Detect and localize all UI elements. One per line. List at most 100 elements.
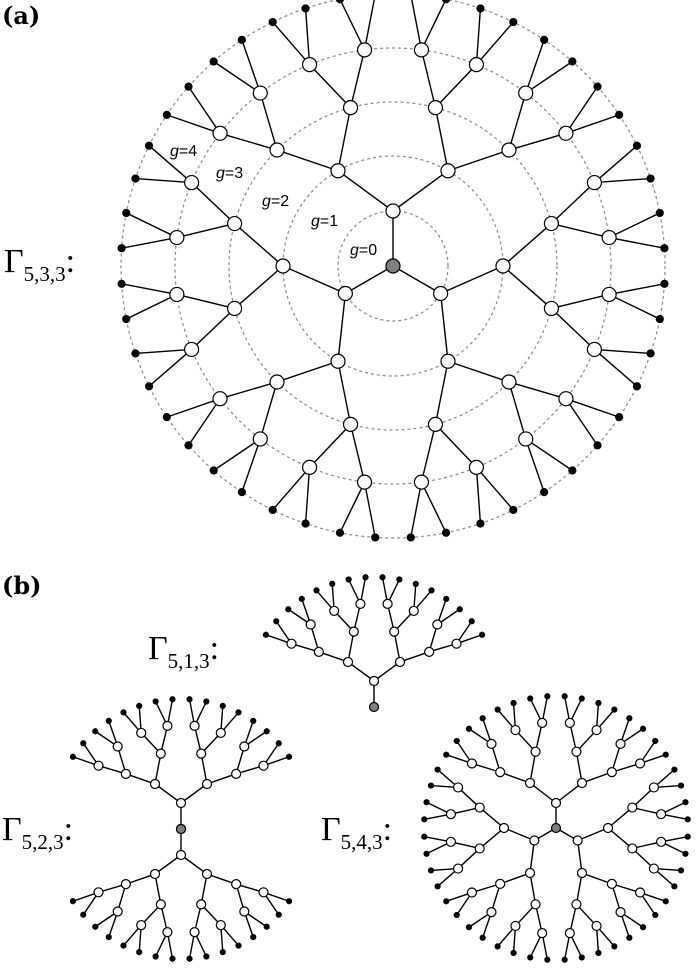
- gamma-5-3-3-bond: [259, 381, 278, 440]
- gamma-5-2-3-terminal-node: [169, 955, 176, 962]
- gamma-5-3-3-bond: [219, 381, 278, 400]
- gamma-5-3-3-terminal-node: [646, 174, 655, 183]
- gamma-5-4-3-branch-node: [529, 835, 540, 846]
- gamma-5-3-3-terminal-node: [568, 466, 577, 475]
- gamma-5-1-3-bond: [347, 631, 355, 663]
- gamma-5-1-3-bond: [373, 661, 401, 682]
- gamma-5-2-3-bond: [200, 753, 208, 785]
- gamma-5-1-3-branch-node: [394, 656, 406, 668]
- gamma-5-2-3-branch-node: [120, 768, 131, 779]
- gamma-5-3-3-branch-node: [169, 286, 185, 303]
- gamma-5-3-3-terminal-node: [268, 505, 277, 515]
- gamma-5-3-3-bond: [502, 223, 552, 267]
- gamma-5-3-3-core-node: [385, 258, 401, 274]
- gamma-5-3-3-terminal-node: [144, 141, 154, 150]
- gamma-5-4-3-bond: [581, 771, 613, 784]
- gamma-5-3-3-bond: [502, 265, 552, 309]
- gamma-5-1-3-bond: [347, 661, 375, 682]
- gamma-5-3-3-bond: [304, 8, 311, 65]
- gamma-5-2-3-bond: [125, 773, 156, 785]
- gamma-5-4-3-terminal-node: [595, 699, 602, 707]
- gamma-5-4-3-bond: [499, 771, 531, 784]
- gamma-5-4-3-bond: [607, 827, 633, 849]
- gamma-5-1-3-terminal-node: [285, 606, 292, 613]
- gamma-5-3-3-branch-node: [601, 286, 617, 303]
- gamma-5-3-3-branch-node: [427, 99, 444, 116]
- gamma-5-4-3-branch-node: [564, 927, 575, 939]
- gamma-5-3-3-bond: [272, 21, 311, 66]
- gamma-5-3-3-bond: [508, 381, 567, 400]
- gamma-5-4-3-terminal-node: [652, 737, 659, 745]
- gamma-5-2-3-bond: [154, 854, 182, 875]
- gamma-5-3-3-bond: [276, 149, 339, 172]
- gamma-5-4-3-terminal-node: [527, 695, 534, 702]
- gamma-5-2-3-bond: [154, 873, 162, 905]
- gamma-5-4-3-branch-node: [474, 802, 485, 813]
- gamma-5-4-3-bond: [607, 807, 633, 829]
- gamma-5-3-3-bond: [304, 467, 311, 524]
- gamma-5-4-3-branch-node: [627, 843, 638, 854]
- gamma-5-3-3-branch-node: [212, 391, 228, 407]
- gamma-5-2-3-branch-node: [231, 768, 242, 779]
- gamma-5-2-3-branch-node: [201, 868, 213, 880]
- gamma-5-4-3-bond: [555, 782, 583, 804]
- gamma-5-4-3-terminal-node: [677, 867, 685, 874]
- gamma-5-3-3-terminal-node: [615, 110, 624, 119]
- gamma-5-4-3-terminal-node: [662, 898, 669, 905]
- gamma-5-1-3-branch-node: [432, 619, 443, 630]
- gamma-5-3-3-branch-node: [518, 85, 534, 101]
- gamma-5-3-3-terminal-node: [162, 110, 171, 119]
- gamma-5-3-3-bond: [475, 8, 482, 65]
- gamma-5-3-3-terminal-node: [615, 413, 624, 422]
- gamma-5-3-3-bond: [148, 348, 193, 387]
- gamma-5-3-3-terminal-node: [122, 314, 131, 324]
- gamma-5-3-3-bond: [434, 64, 477, 109]
- gamma-5-3-3-bond: [475, 467, 482, 524]
- gamma-5-2-3-branch-node: [189, 720, 200, 731]
- gamma-5-3-3-terminal-node: [237, 488, 246, 497]
- gamma-5-4-3-terminal-node: [465, 924, 473, 931]
- graph-label-gamma-5-1-3: Γ5,1,3:: [148, 630, 219, 673]
- gamma-5-2-3-branch-node: [162, 927, 173, 938]
- gamma-5-3-3-bond: [337, 361, 352, 425]
- gamma-5-4-3-branch-node: [634, 887, 646, 898]
- gamma-5-3-3-bond: [447, 149, 510, 172]
- gamma-5-3-3-bond: [525, 60, 573, 94]
- gamma-5-4-3-terminal-node: [578, 954, 585, 961]
- gamma-5-2-3-terminal-node: [285, 753, 293, 760]
- gamma-5-4-3-branch-node: [627, 802, 638, 813]
- gamma-5-4-3-terminal-node: [479, 934, 486, 941]
- gamma-5-3-3-bond: [282, 265, 346, 295]
- gamma-5-4-3-branch-node: [466, 887, 478, 898]
- gamma-5-3-3-terminal-node: [632, 382, 642, 391]
- tree-gamma-5-4-3: [421, 693, 691, 963]
- gamma-5-2-3-terminal-node: [152, 953, 159, 960]
- gamma-5-3-3-branch-node: [501, 142, 517, 158]
- generation-label-g0: g=0: [350, 242, 377, 259]
- gamma-5-4-3-bond: [577, 827, 609, 842]
- gamma-5-4-3-branch-node: [498, 822, 510, 834]
- gamma-5-3-3-branch-node: [226, 300, 243, 317]
- gamma-5-4-3-terminal-node: [639, 924, 647, 931]
- gamma-5-3-3-terminal-node: [184, 82, 193, 91]
- gamma-5-4-3-terminal-node: [611, 706, 618, 713]
- gamma-5-2-3-terminal-node: [169, 696, 176, 703]
- gamma-5-3-3-bond: [525, 438, 545, 493]
- gamma-5-4-3-terminal-node: [544, 956, 551, 963]
- gamma-5-3-3-bond: [219, 132, 278, 151]
- gamma-5-4-3-terminal-node: [453, 911, 460, 919]
- gamma-5-3-3-bond: [337, 107, 352, 171]
- gamma-5-2-3-branch-node: [239, 906, 250, 917]
- gamma-5-4-3-bond: [503, 827, 535, 842]
- gamma-5-4-3-branch-node: [486, 906, 497, 918]
- gamma-5-3-3-terminal-node: [209, 57, 218, 66]
- gamma-5-3-3-bond: [276, 360, 339, 383]
- gamma-5-3-3-branch-node: [601, 229, 617, 246]
- gamma-5-2-3-terminal-node: [120, 942, 127, 949]
- gamma-5-2-3-bond: [180, 783, 208, 804]
- gamma-5-3-3-bond: [176, 293, 235, 310]
- gamma-5-2-3-terminal-node: [136, 949, 143, 956]
- gamma-5-2-3-bond: [154, 783, 182, 804]
- gamma-5-1-3-bond: [399, 651, 430, 663]
- graph-label-gamma-5-3-3: Γ5,3,3:: [4, 243, 75, 286]
